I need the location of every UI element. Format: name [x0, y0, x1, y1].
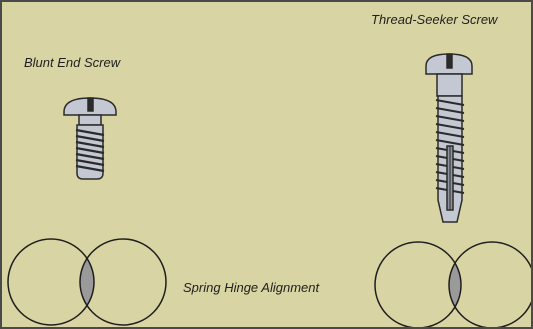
thread-screw-neck — [436, 73, 463, 97]
right-hinge-circles — [374, 241, 531, 327]
blunt-screw-slot — [87, 97, 94, 112]
left-hinge-circle-a — [7, 238, 95, 326]
right-hinge-circle-b — [448, 241, 531, 327]
blunt-end-screw-icon — [63, 97, 117, 180]
thread-seeker-screw-icon — [425, 53, 473, 223]
left-hinge-circle-b — [79, 238, 167, 326]
blunt-end-screw-label: Blunt End Screw — [24, 55, 121, 70]
right-hinge-circle-a — [374, 241, 462, 327]
left-hinge-circles — [7, 238, 167, 326]
thread-screw-slot — [446, 53, 453, 69]
thread-seeker-screw-label: Thread-Seeker Screw — [371, 12, 498, 27]
blunt-screw-threads — [75, 128, 105, 173]
spring-hinge-alignment-label: Spring Hinge Alignment — [183, 280, 320, 295]
blunt-screw-shank — [76, 124, 104, 180]
blunt-screw-neck — [78, 114, 102, 126]
